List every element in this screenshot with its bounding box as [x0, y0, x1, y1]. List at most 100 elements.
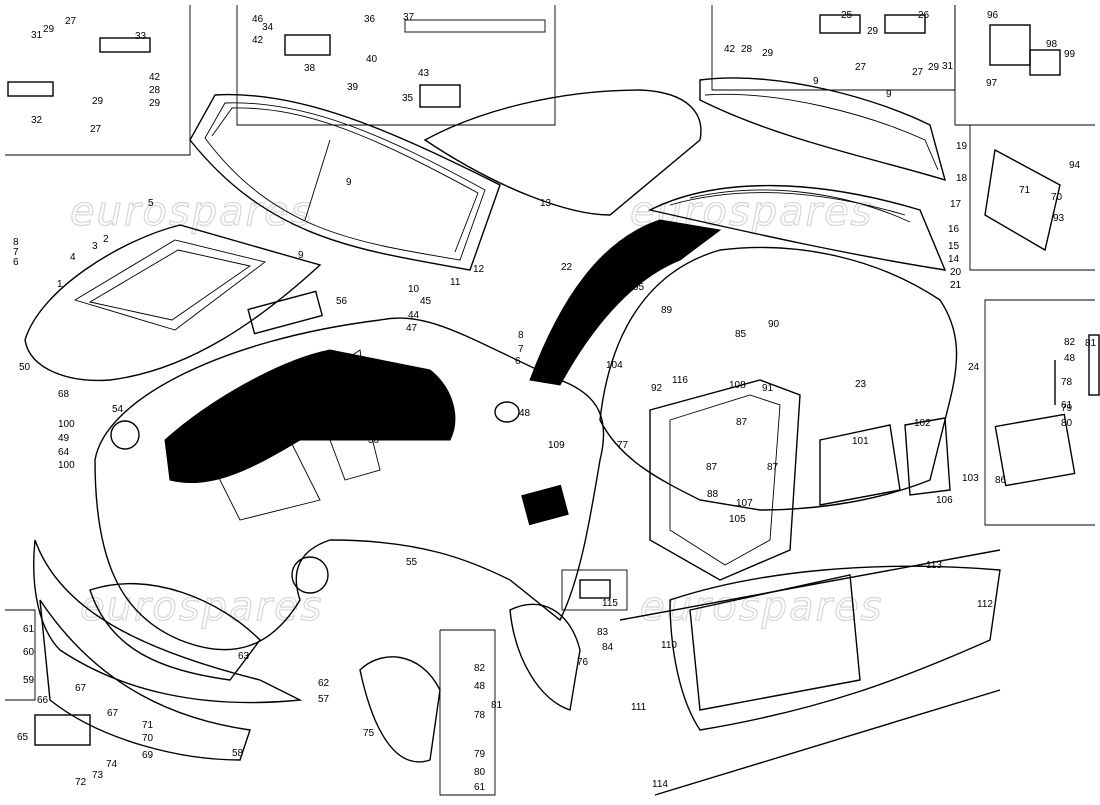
label-28a: 28: [149, 85, 161, 96]
label-78a: 78: [474, 710, 486, 721]
rear-window-seal-inner: [704, 93, 939, 171]
label-5: 5: [148, 198, 154, 209]
label-12: 12: [473, 264, 485, 275]
label-81b: 81: [1085, 338, 1097, 349]
label-51: 51: [431, 420, 443, 431]
label-78b: 78: [1061, 377, 1073, 388]
hinge-32: [7, 81, 54, 97]
label-107: 107: [736, 498, 753, 509]
bumper-58: [39, 599, 251, 761]
label-29c: 29: [149, 98, 161, 109]
label-88: 88: [707, 489, 719, 500]
label-80b: 80: [1061, 418, 1073, 429]
label-100a: 100: [58, 419, 75, 430]
label-103: 103: [962, 473, 979, 484]
label-27b: 27: [90, 124, 102, 135]
label-56: 56: [336, 296, 348, 307]
label-9d: 9: [886, 89, 892, 100]
label-26: 26: [918, 10, 930, 21]
label-91: 91: [762, 383, 774, 394]
label-22: 22: [561, 262, 573, 273]
front-body-panel: [94, 317, 605, 651]
label-66: 66: [37, 695, 49, 706]
windscreen-glass: [204, 102, 486, 261]
label-27c: 27: [855, 62, 867, 73]
label-9a: 9: [346, 177, 352, 188]
label-72: 72: [75, 777, 87, 788]
label-94: 94: [1069, 160, 1081, 171]
label-83: 83: [597, 627, 609, 638]
label-115: 115: [602, 598, 618, 609]
label-111: 111: [631, 702, 647, 713]
part-labels: 1 2 3 4 5 6 7 8 6 7 8 9 9 9 9 10 11 12 1…: [13, 10, 1097, 793]
label-63: 63: [238, 651, 250, 662]
label-100b: 100: [58, 460, 75, 471]
label-113: 113: [926, 560, 942, 571]
label-16: 16: [948, 224, 960, 235]
label-20: 20: [950, 267, 962, 278]
hinge-parts: [7, 14, 1061, 599]
label-97: 97: [986, 78, 998, 89]
label-50: 50: [19, 362, 31, 373]
label-89: 89: [661, 305, 673, 316]
grommet-48: [494, 401, 520, 423]
label-4: 4: [70, 252, 76, 263]
door-aperture-seal-22: [529, 219, 722, 386]
label-84: 84: [602, 642, 614, 653]
bonnet-panel: [24, 224, 322, 382]
label-53: 53: [200, 470, 212, 481]
label-39: 39: [347, 82, 359, 93]
label-42c: 42: [724, 44, 736, 55]
number-plate-65: [34, 714, 91, 746]
inset-handle-border: [561, 569, 628, 611]
label-45: 45: [420, 296, 432, 307]
engine-bay-cavity: [164, 349, 456, 484]
label-95: 95: [633, 282, 645, 293]
label-70a: 70: [142, 733, 154, 744]
rear-window-trim-1: [669, 192, 906, 216]
bracket-98: [1029, 49, 1061, 76]
door-handle-115: [579, 579, 611, 599]
label-43: 43: [418, 68, 430, 79]
label-105: 105: [729, 514, 746, 525]
label-42a: 42: [252, 35, 264, 46]
label-8a: 8: [13, 237, 19, 248]
bonnet-scoop: [73, 239, 267, 331]
wheel-arch-liner-76: [509, 603, 581, 711]
label-102: 102: [914, 418, 931, 429]
bumper-57: [33, 539, 303, 704]
label-24: 24: [968, 362, 980, 373]
door-skin-outer-112: [669, 565, 1001, 731]
engine-bay-panel-30: [329, 429, 381, 481]
front-bumper-assembly: [33, 539, 303, 761]
label-40: 40: [366, 54, 378, 65]
label-65: 65: [17, 732, 29, 743]
label-92: 92: [651, 383, 663, 394]
grille-63: [89, 582, 261, 681]
body-shell: [94, 317, 605, 651]
inset-top-center-border: [236, 5, 556, 126]
jack-body-86: [994, 413, 1076, 487]
label-7b: 7: [518, 344, 524, 355]
label-34: 34: [262, 22, 274, 33]
label-3: 3: [92, 241, 98, 252]
label-80a: 80: [474, 767, 486, 778]
windscreen-assembly: [189, 93, 501, 271]
label-58: 58: [232, 748, 244, 759]
label-108: 108: [729, 380, 746, 391]
rear-window-glass: [647, 184, 947, 271]
roof-panel: [423, 89, 702, 216]
label-21: 21: [950, 280, 962, 291]
door-frame-87: [649, 379, 801, 581]
headlamp-right: [291, 556, 329, 594]
windscreen-frame-outer: [189, 93, 501, 271]
label-27a: 27: [65, 16, 77, 27]
label-96: 96: [987, 10, 999, 21]
sill-trim-114: [654, 689, 1001, 796]
label-82b: 82: [1064, 337, 1076, 348]
label-93: 93: [1053, 213, 1065, 224]
label-29d: 29: [762, 48, 774, 59]
label-29b: 29: [92, 96, 104, 107]
label-47: 47: [406, 323, 418, 334]
label-75: 75: [363, 728, 375, 739]
